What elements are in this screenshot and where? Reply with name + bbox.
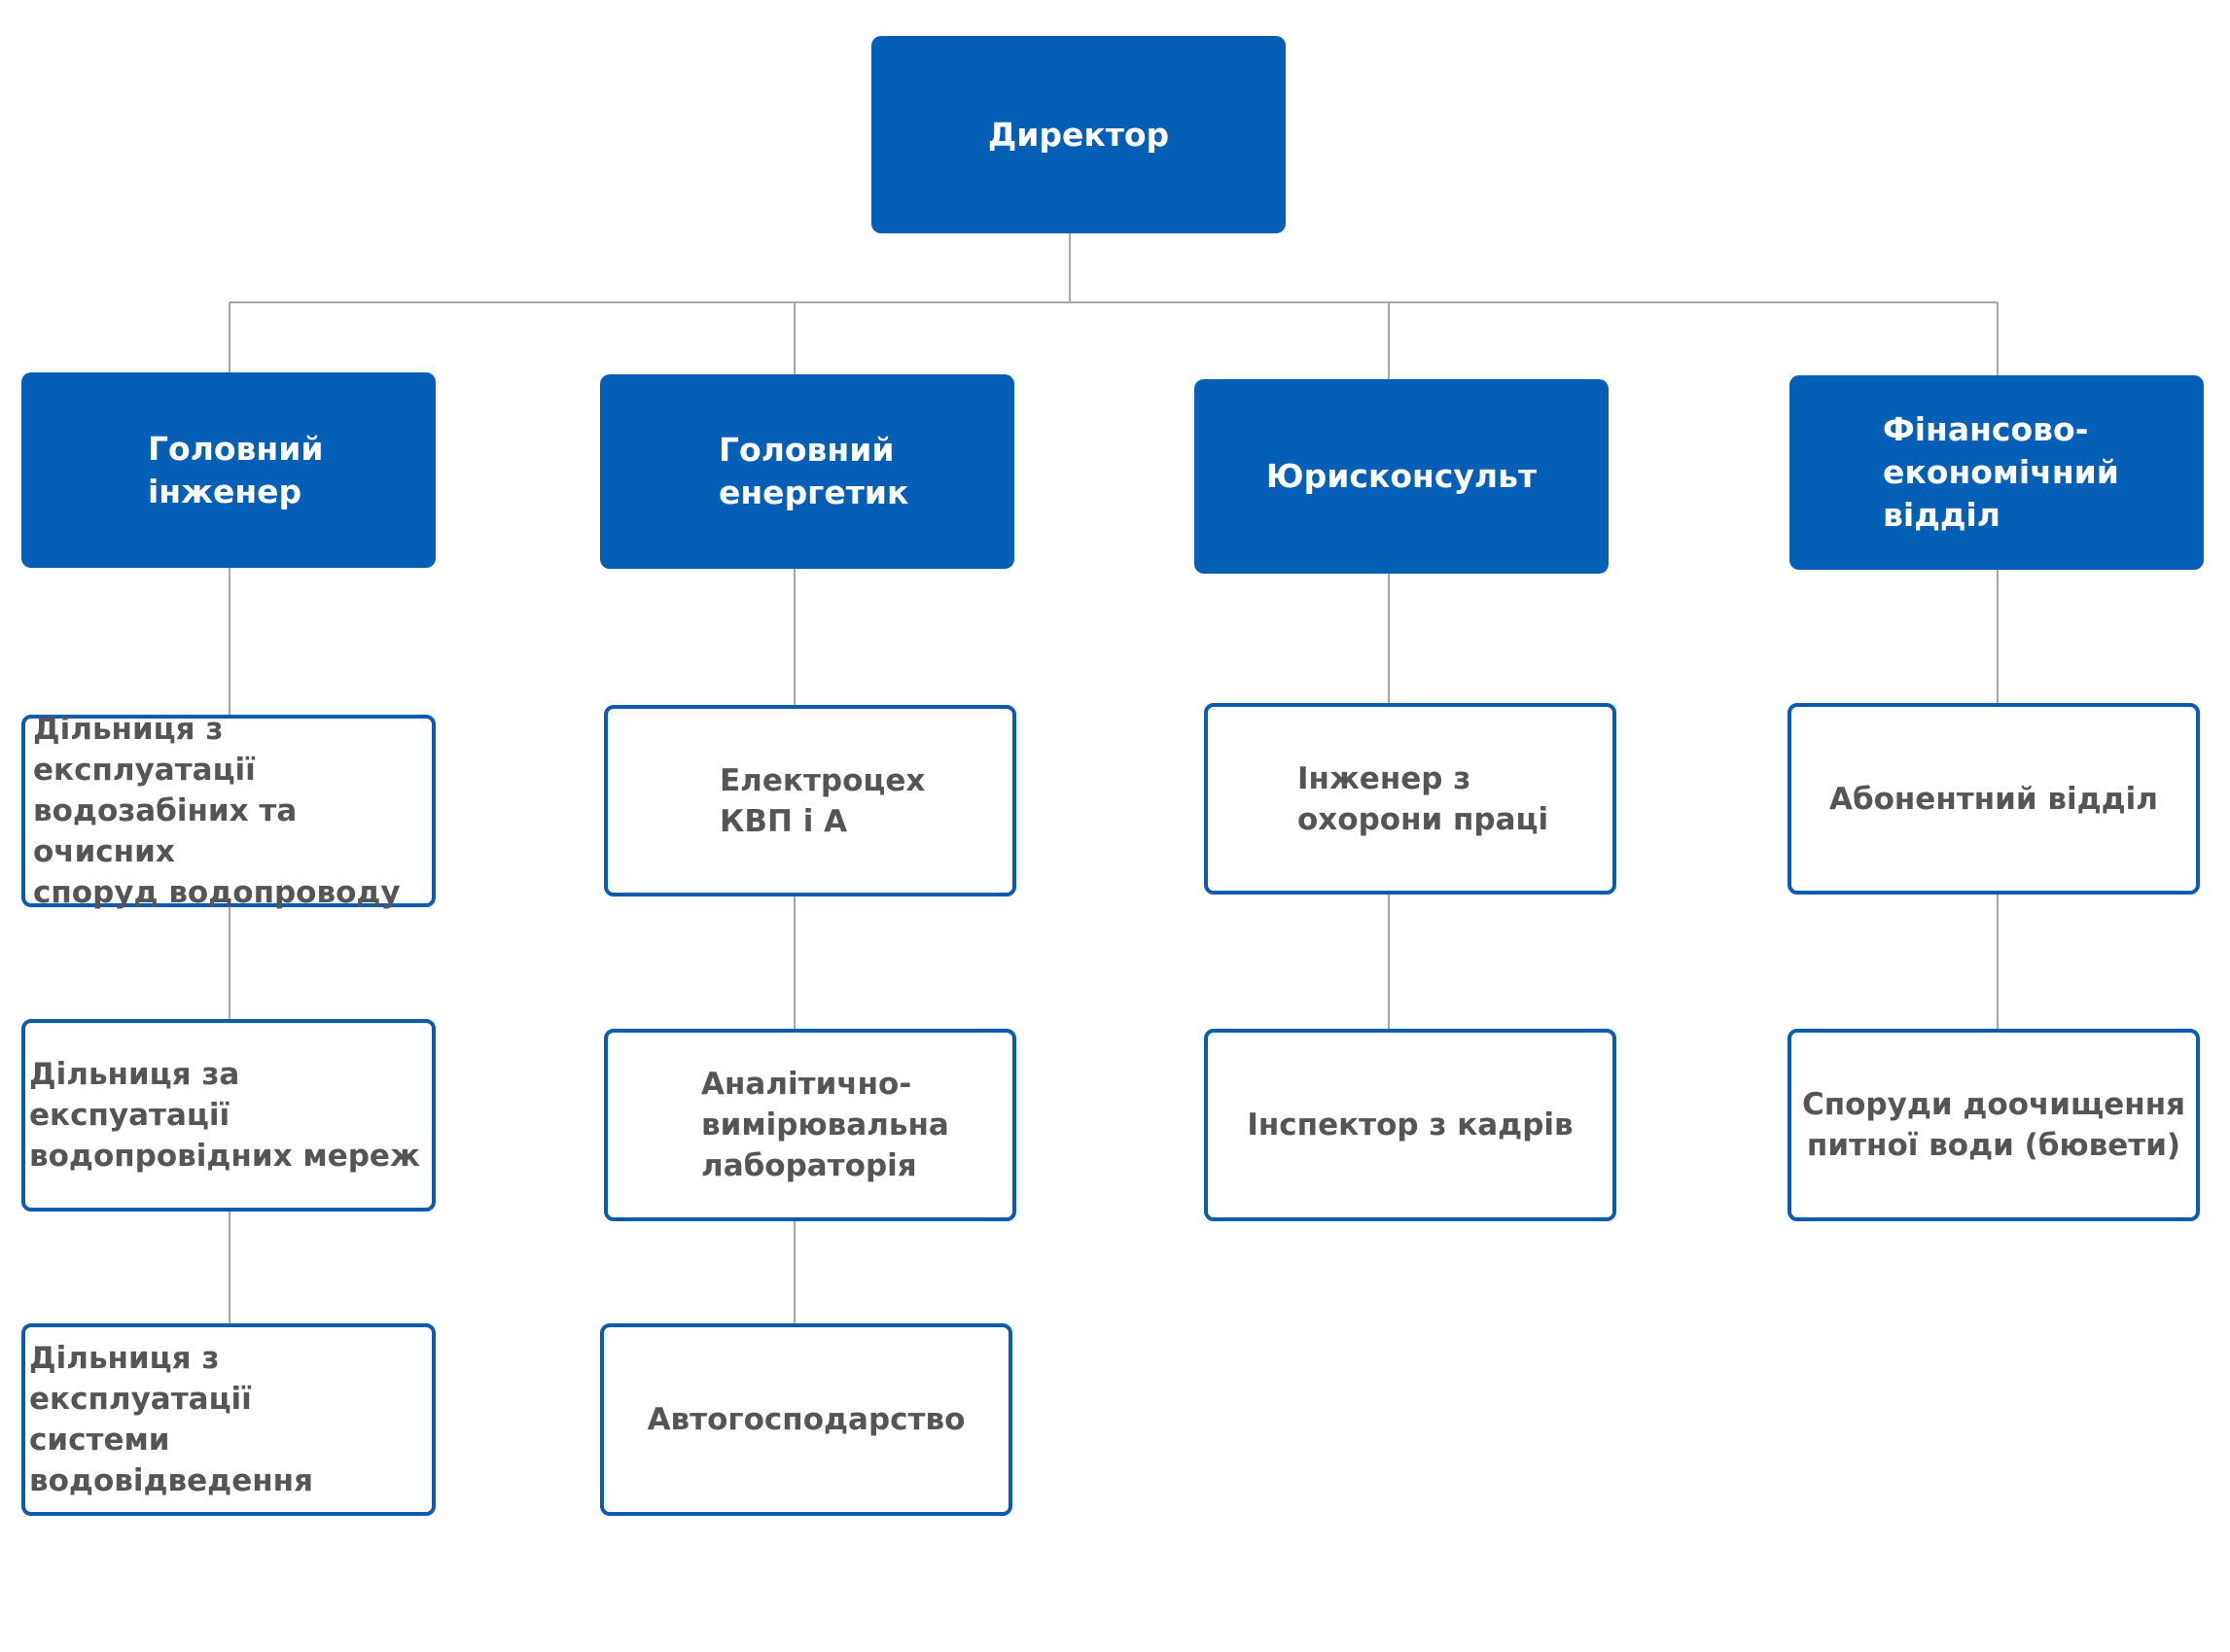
unit-water-intake-label: Дільниця з експлуатації водозабіних та о… — [33, 712, 401, 910]
unit-motor-transport-label: Автогосподарство — [647, 1402, 966, 1437]
dept-finance-label: Фінансово- економічний відділ — [1883, 410, 2119, 534]
unit-laboratory-box: Аналітично- вимірювальна лабораторія — [604, 1029, 1016, 1221]
unit-sewerage-label: Дільниця з експлуатації системи водовідв… — [29, 1341, 313, 1498]
unit-electrical-shop-box: Електроцех КВП і А — [604, 705, 1016, 896]
unit-labor-safety-box: Інженер з охорони праці — [1204, 703, 1616, 895]
unit-water-intake-box: Дільниця з експлуатації водозабіних та о… — [21, 712, 436, 910]
dept-finance-box: Фінансово- економічний відділ — [1789, 375, 2204, 570]
unit-subscriber-dept-label: Абонентний відділ — [1828, 781, 2159, 817]
dept-legal-adviser-label: Юрисконсульт — [1265, 457, 1538, 495]
unit-electrical-shop-label: Електроцех КВП і А — [720, 762, 926, 839]
dept-chief-power-engineer-label: Головний енергетик — [719, 431, 909, 511]
unit-subscriber-dept-box: Абонентний відділ — [1788, 703, 2200, 895]
dept-legal-adviser-box: Юрисконсульт — [1194, 379, 1609, 574]
unit-water-networks-label: Дільниця за експуатації водопровідних ме… — [29, 1057, 420, 1174]
dept-chief-power-engineer-box: Головний енергетик — [600, 374, 1014, 569]
unit-motor-transport-box: Автогосподарство — [600, 1323, 1012, 1516]
dept-chief-engineer-box: Головний інженер — [21, 372, 436, 568]
unit-water-networks-box: Дільниця за експуатації водопровідних ме… — [21, 1019, 436, 1212]
unit-water-pump-rooms-label: Споруди доочищення питної води (бювети) — [1801, 1087, 2186, 1163]
unit-sewerage-box: Дільниця з експлуатації системи водовідв… — [21, 1323, 436, 1516]
dept-chief-engineer-label: Головний інженер — [148, 429, 324, 510]
unit-water-pump-rooms-box: Споруди доочищення питної води (бювети) — [1788, 1029, 2200, 1221]
unit-labor-safety-label: Інженер з охорони праці — [1297, 760, 1549, 837]
unit-hr-inspector-label: Інспектор з кадрів — [1247, 1107, 1574, 1142]
unit-laboratory-label: Аналітично- вимірювальна лабораторія — [701, 1067, 949, 1183]
unit-hr-inspector-box: Інспектор з кадрів — [1204, 1029, 1616, 1221]
director-label: Директор — [987, 115, 1170, 154]
director-box: Директор — [871, 36, 1286, 233]
